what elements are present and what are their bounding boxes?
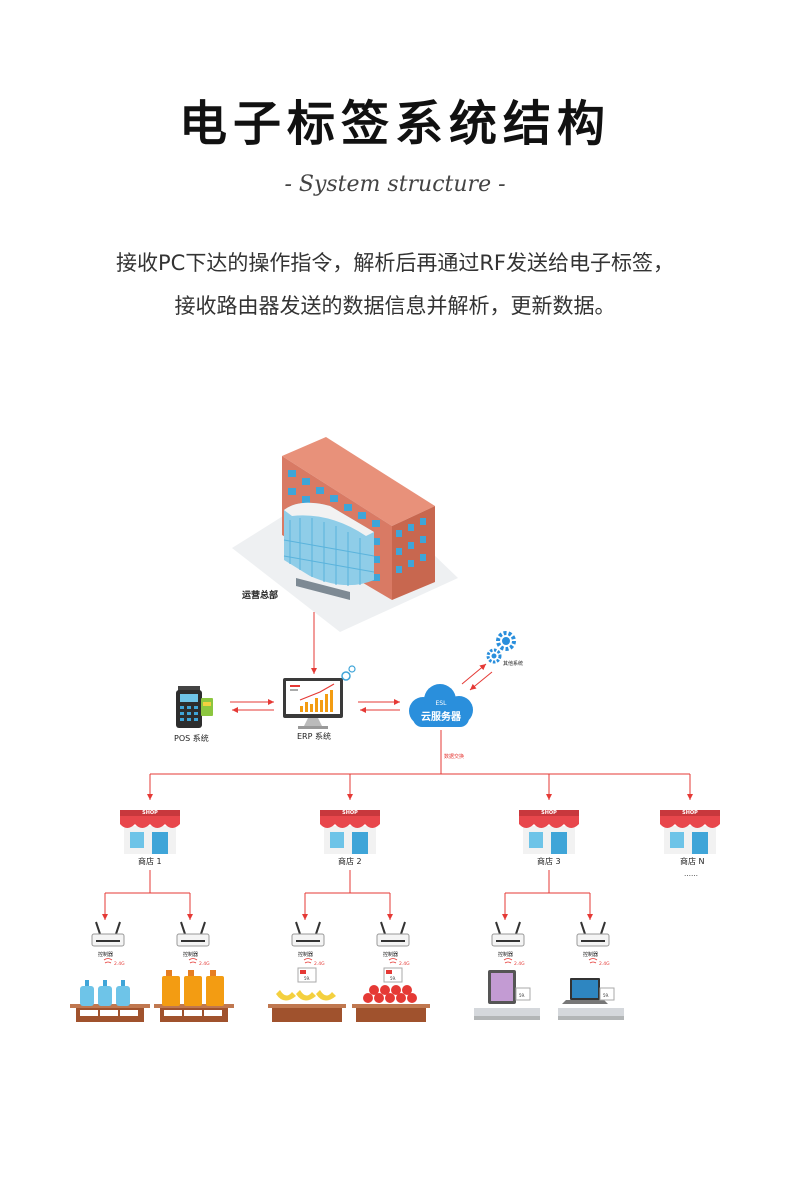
shelf-tablet: 59. [474,970,540,1020]
controller-label: 控制器 [383,951,398,958]
shop-sign: SHOP [142,810,158,816]
controller-label: 控制器 [298,951,313,958]
shop-ellipsis: …… [684,870,698,878]
frequency-label: 2.4G [399,961,410,967]
controller-label: 控制器 [98,951,113,958]
frequency-label: 2.4G [599,961,610,967]
shop-branch-lines [102,870,593,920]
gear-icon [486,631,516,664]
other-system-label: 其他系统 [503,660,523,667]
headquarters-building [232,437,458,632]
shop-icon: SHOP [320,810,380,854]
shelf-laptop: 59. [558,978,624,1020]
router-icon [291,921,325,947]
router-icon [91,921,125,947]
shelf-apples: 59. [352,967,430,1022]
frequency-label: 2.4G [314,961,325,967]
controller-group-5: 控制器 2.4G [491,921,525,967]
controller-group-1: 控制器 2.4G [91,921,125,967]
cloud-label: 云服务器 [421,710,462,723]
router-icon [576,921,610,947]
erp-label: ERP 系统 [297,731,331,741]
frequency-label: 2.4G [114,961,125,967]
pos-label: POS 系统 [174,733,209,743]
tag-price: 59. [304,976,310,981]
controller-label: 控制器 [498,951,513,958]
controller-label: 控制器 [183,951,198,958]
frequency-label: 2.4G [514,961,525,967]
shop-label: 商店 2 [338,856,362,866]
shelf-blue-bottles [70,980,150,1022]
shop-sign: SHOP [342,810,358,816]
shop-icon: SHOP [120,810,180,854]
controller-group-3: 控制器 2.4G [291,921,325,967]
shop-sign: SHOP [541,810,557,816]
router-icon [176,921,210,947]
router-icon [376,921,410,947]
shelf-bananas: 59. [268,967,346,1022]
description-line-1: 接收PC下达的操作指令，解析后再通过RF发送给电子标签， [116,251,674,275]
page-subtitle: - System structure - [284,172,506,197]
shop-icon: SHOP [519,810,579,854]
tag-price: 59. [390,976,396,981]
controller-group-4: 控制器 2.4G [376,921,410,967]
other-to-cloud-arrow [469,671,493,691]
controller-group-6: 控制器 2.4G [576,921,610,967]
description-line-2: 接收路由器发送的数据信息并解析，更新数据。 [174,294,616,318]
tag-price: 59. [603,993,609,998]
controller-label: 控制器 [583,951,598,958]
shop-icon: SHOP [660,810,720,854]
cloud-server-icon [409,684,473,727]
shop-sign: SHOP [682,810,698,816]
pos-terminal [176,686,213,728]
shelf-orange-bottles [154,970,234,1022]
shop-label: 商店 N [680,856,705,866]
data-exchange-label: 数据交换 [444,753,464,760]
cloud-badge: ESL [436,700,448,707]
shop-label: 商店 3 [537,856,561,866]
frequency-label: 2.4G [199,961,210,967]
hq-label: 运营总部 [242,589,278,601]
controller-group-2: 控制器 2.4G [176,921,210,967]
tag-price: 59. [519,993,525,998]
erp-monitor [283,665,356,729]
router-icon [491,921,525,947]
cloud-to-other-arrow [461,663,487,685]
page-title: 电子标签系统结构 [178,96,611,152]
shop-label: 商店 1 [138,856,162,866]
